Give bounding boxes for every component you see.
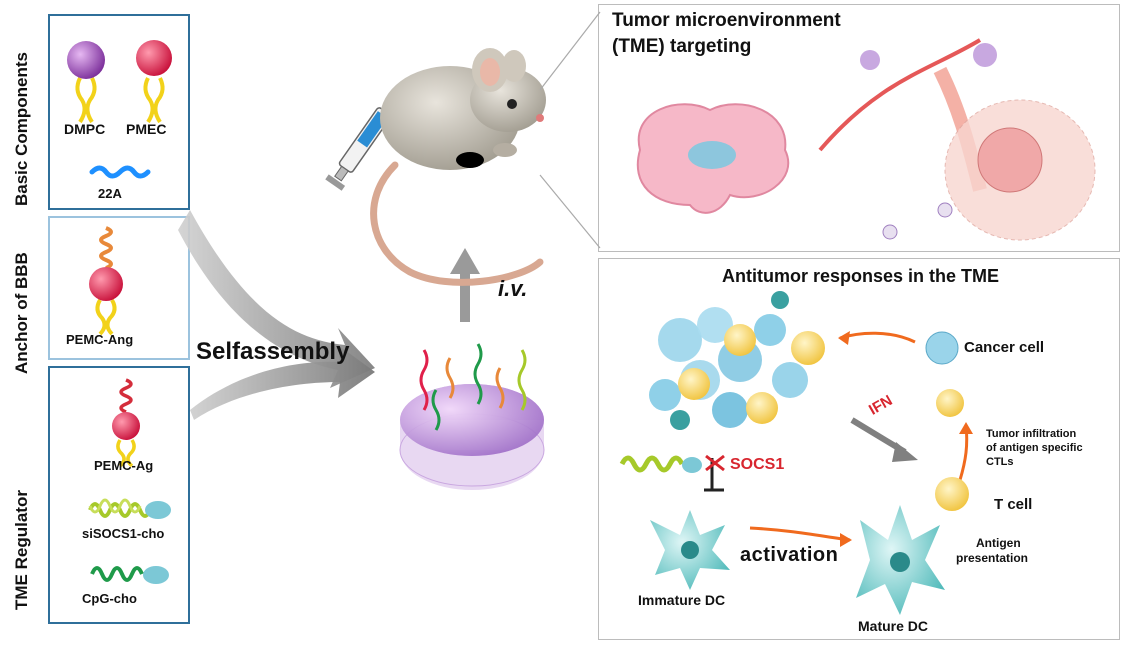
mouse-icon bbox=[370, 48, 546, 286]
vessel-icon bbox=[818, 38, 982, 152]
label-infiltration-2: of antigen specific bbox=[986, 442, 1083, 454]
assembly-arrow-lower bbox=[190, 345, 375, 420]
tme-panel-title-line2: (TME) targeting bbox=[612, 36, 752, 57]
label-pmec: PMEC bbox=[126, 121, 167, 137]
side-label-basic: Basic Components bbox=[12, 52, 31, 206]
neuron-icon bbox=[860, 50, 880, 70]
cancer-cell-icon bbox=[925, 331, 964, 417]
label-infiltration-1: Tumor infiltration bbox=[986, 428, 1077, 440]
label-immature-dc: Immature DC bbox=[638, 592, 726, 608]
iv-up-arrow bbox=[450, 248, 480, 322]
label-pemc-ag: PEMC-Ag bbox=[94, 458, 154, 473]
label-infiltration-3: CTLs bbox=[986, 456, 1014, 468]
peptide-22a-icon bbox=[89, 165, 151, 179]
t-cell-icon bbox=[935, 477, 969, 511]
pemc-ang-icon bbox=[89, 226, 123, 336]
label-cpg-cho: CpG-cho bbox=[82, 591, 137, 606]
brain-icon bbox=[636, 103, 790, 214]
sirna-inhibition-icon bbox=[619, 454, 725, 492]
label-22a: 22A bbox=[98, 186, 122, 201]
pmec-lipid-icon bbox=[136, 40, 172, 124]
tumor-cluster-icon bbox=[649, 291, 825, 430]
cpg-cho-icon bbox=[90, 566, 169, 584]
tme-regulator-box bbox=[48, 366, 190, 624]
assembly-arrow-upper bbox=[178, 210, 375, 388]
sisocs1-cho-icon bbox=[88, 498, 171, 519]
label-pemc-ang: PEMC-Ang bbox=[66, 332, 134, 347]
label-t-cell: T cell bbox=[994, 496, 1033, 513]
side-label-tme: TME Regulator bbox=[12, 490, 31, 610]
label-mature-dc: Mature DC bbox=[858, 618, 929, 634]
label-selfassembly: Selfassembly bbox=[196, 338, 350, 365]
label-sisocs1-cho: siSOCS1-cho bbox=[82, 526, 165, 541]
label-activation: activation bbox=[740, 544, 839, 566]
label-antigen-1: Antigen bbox=[976, 536, 1021, 550]
side-label-anchor: Anchor of BBB bbox=[12, 252, 31, 374]
response-panel-title: Antitumor responses in the TME bbox=[722, 266, 1000, 286]
label-antigen-2: presentation bbox=[956, 551, 1029, 565]
dmpc-lipid-icon bbox=[67, 41, 105, 124]
label-socs1: SOCS1 bbox=[730, 456, 785, 473]
nanodisc-icon bbox=[399, 343, 545, 490]
mature-dc-icon bbox=[856, 505, 945, 615]
immature-dc-icon bbox=[650, 510, 730, 590]
label-cancer-cell: Cancer cell bbox=[964, 339, 1045, 356]
ifn-arrow bbox=[850, 417, 918, 462]
tme-panel-title-line1: Tumor microenvironment bbox=[612, 10, 841, 31]
label-dmpc: DMPC bbox=[64, 121, 106, 137]
pemc-ag-icon bbox=[112, 378, 140, 468]
label-iv: i.v. bbox=[498, 276, 528, 301]
